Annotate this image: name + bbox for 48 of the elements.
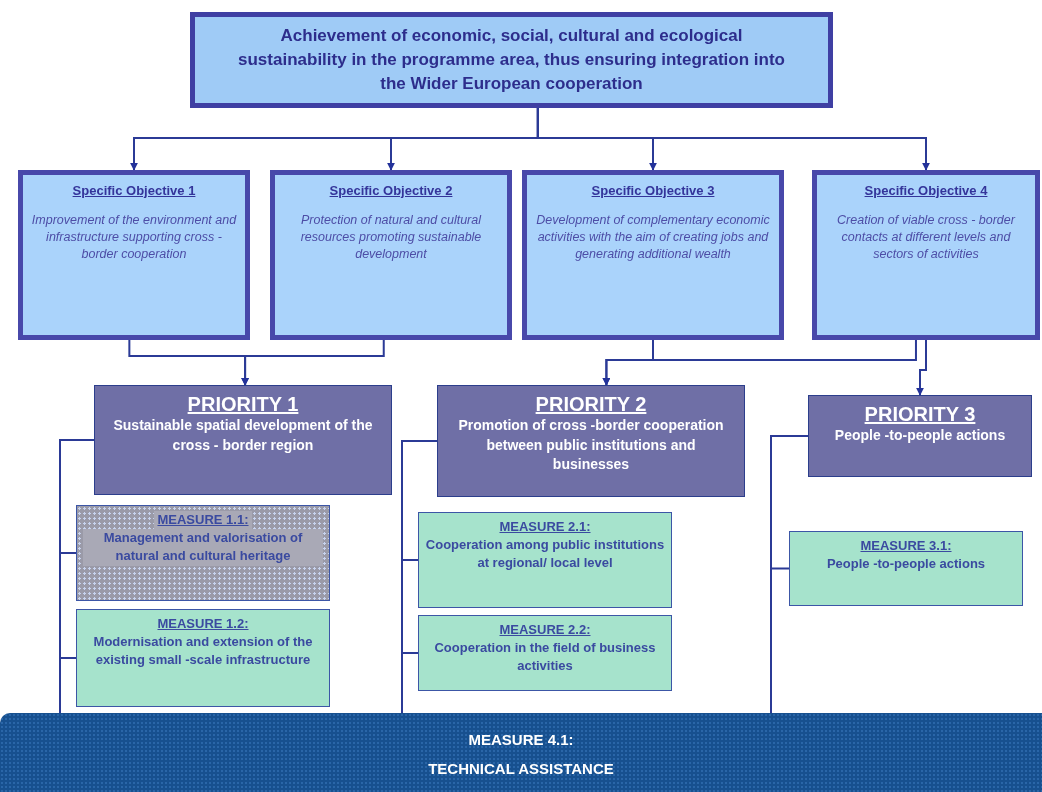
measure-description: Cooperation in the field of business activities	[433, 639, 657, 676]
objective-box	[522, 170, 784, 340]
goal-text: Achievement of economic, social, cultural and ecological sustainability in the programme area, thus ensuring integration into the Wider European cooperation	[237, 25, 786, 95]
priority-box	[94, 385, 392, 495]
measure-heading: MEASURE 2.1:	[499, 518, 591, 536]
connector-line	[401, 440, 438, 714]
objective-description: Creation of viable cross - border contacts at different levels and sectors of activities	[836, 212, 1017, 263]
measure-heading: MEASURE 4.1:	[468, 730, 574, 750]
objective-heading: Specific Objective 2	[329, 183, 453, 198]
priority-box	[808, 395, 1032, 477]
measure-box	[418, 615, 672, 691]
connector-line	[770, 435, 809, 714]
measure-heading: MEASURE 1.1:	[154, 511, 252, 530]
priority-description: People -to-people actions	[834, 426, 1006, 445]
measure-box	[418, 512, 672, 608]
measure-description: Management and valorisation of natural and cultural heritage	[83, 529, 323, 566]
objective-heading: Specific Objective 1	[72, 183, 196, 198]
measure-description: People -to-people actions	[826, 555, 986, 574]
objective-description: Development of complementary economic activities with the aim of creating jobs and generating additional wealth	[535, 212, 771, 263]
objective-description: Improvement of the environment and infrastructure supporting cross -border cooperation	[31, 212, 237, 263]
measure-heading: MEASURE 3.1:	[860, 537, 952, 555]
priority-description: Sustainable spatial development of the cross - border region	[112, 416, 374, 455]
priority-heading: PRIORITY 3	[864, 402, 976, 426]
objective-heading: Specific Objective 4	[864, 183, 988, 198]
arrow	[916, 339, 927, 396]
objective-box	[270, 170, 512, 340]
connector-line	[59, 439, 95, 714]
priority-heading: PRIORITY 1	[187, 392, 299, 416]
goal-box	[190, 12, 833, 108]
measure-heading: MEASURE 1.2:	[157, 615, 249, 633]
measure-description: Cooperation among public institutions at regional/ local level	[425, 536, 665, 573]
measure-heading: MEASURE 2.2:	[499, 621, 591, 639]
priority-heading: PRIORITY 2	[535, 392, 647, 416]
measure-box	[76, 505, 330, 601]
measure-box	[789, 531, 1023, 606]
arrow	[241, 339, 385, 386]
objective-box	[812, 170, 1040, 340]
technical-assistance-bar	[0, 713, 1042, 792]
arrow	[536, 107, 930, 171]
measure-description: Modernisation and extension of the existing small -scale infrastructure	[92, 633, 314, 670]
priority-description: Promotion of cross -border cooperation between public institutions and businesses	[457, 416, 725, 475]
measure-title: TECHNICAL ASSISTANCE	[428, 758, 614, 779]
priority-box	[437, 385, 745, 497]
arrow	[602, 339, 917, 386]
measure-box	[76, 609, 330, 707]
objective-heading: Specific Objective 3	[591, 183, 715, 198]
objective-description: Protection of natural and cultural resources promoting sustainable development	[299, 212, 483, 263]
objective-box	[18, 170, 250, 340]
